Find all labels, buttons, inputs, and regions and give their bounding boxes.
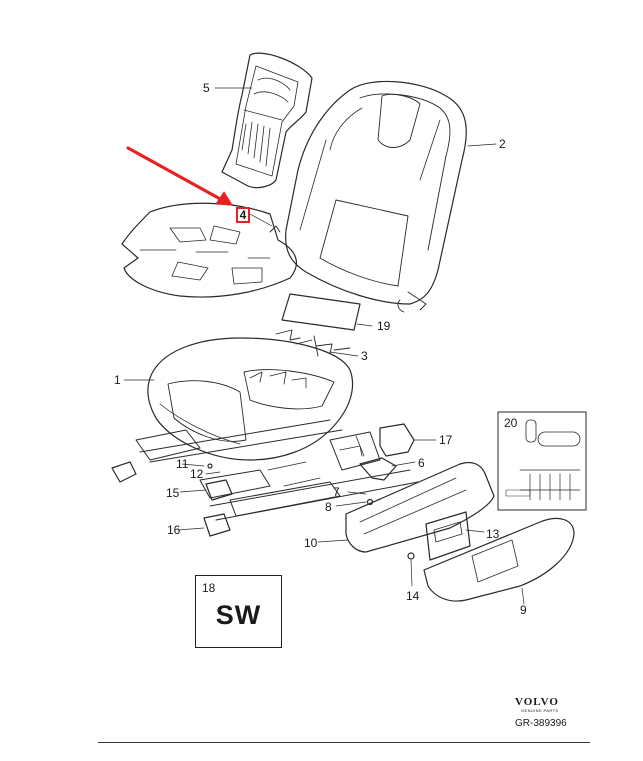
callout-8: 8 <box>325 500 332 514</box>
front-foot <box>111 461 137 483</box>
callout-10: 10 <box>304 536 318 550</box>
backrest-heating-mat <box>221 52 313 189</box>
kit-box-label: SW <box>215 600 262 630</box>
cover-15 <box>205 479 233 501</box>
side-panel-9 <box>423 517 575 602</box>
callout-13: 13 <box>486 527 500 541</box>
callout-6: 6 <box>418 456 425 470</box>
callout-9: 9 <box>520 603 527 617</box>
screw-14 <box>407 552 415 560</box>
footer-rule <box>98 742 590 743</box>
kit-box-18: 18 SW <box>195 575 282 648</box>
bracket-6 <box>359 457 397 481</box>
callout-15: 15 <box>166 486 180 500</box>
callout-19: 19 <box>377 319 391 333</box>
callout-3: 3 <box>361 349 368 363</box>
backrest-cushion <box>285 80 467 313</box>
brand-logo-text: VOLVO <box>515 696 559 708</box>
switch-module-13 <box>425 511 471 561</box>
cover-16 <box>203 513 231 537</box>
cushion-heating-mat <box>121 202 297 298</box>
callout-5: 5 <box>203 81 210 95</box>
brand-subtitle: GENUINE PARTS <box>521 708 559 713</box>
callout-1: 1 <box>114 373 121 387</box>
seat-cushion <box>147 337 354 461</box>
callout-7: 7 <box>333 485 340 499</box>
callout-20: 20 <box>504 416 518 430</box>
diagram-reference: GR-389396 <box>515 718 567 729</box>
screw-8 <box>366 498 374 506</box>
kit-box-number: 18 <box>202 581 216 595</box>
callout-14: 14 <box>406 589 420 603</box>
switch-kit-20 <box>497 411 587 511</box>
callout-2: 2 <box>499 137 506 151</box>
seat-frame <box>135 419 419 521</box>
side-shield-10 <box>345 461 495 553</box>
callout-16: 16 <box>167 523 181 537</box>
callout-17: 17 <box>439 433 453 447</box>
bracket-17 <box>379 423 415 457</box>
callout-4-highlighted: 4 <box>236 207 250 223</box>
pad-19 <box>281 293 361 331</box>
screw-11 <box>207 463 213 469</box>
highlight-arrow <box>126 146 233 206</box>
callout-11: 11 <box>176 457 189 471</box>
callout-12: 12 <box>190 467 204 481</box>
leader-lines <box>123 87 525 605</box>
clips-3 <box>275 329 351 357</box>
